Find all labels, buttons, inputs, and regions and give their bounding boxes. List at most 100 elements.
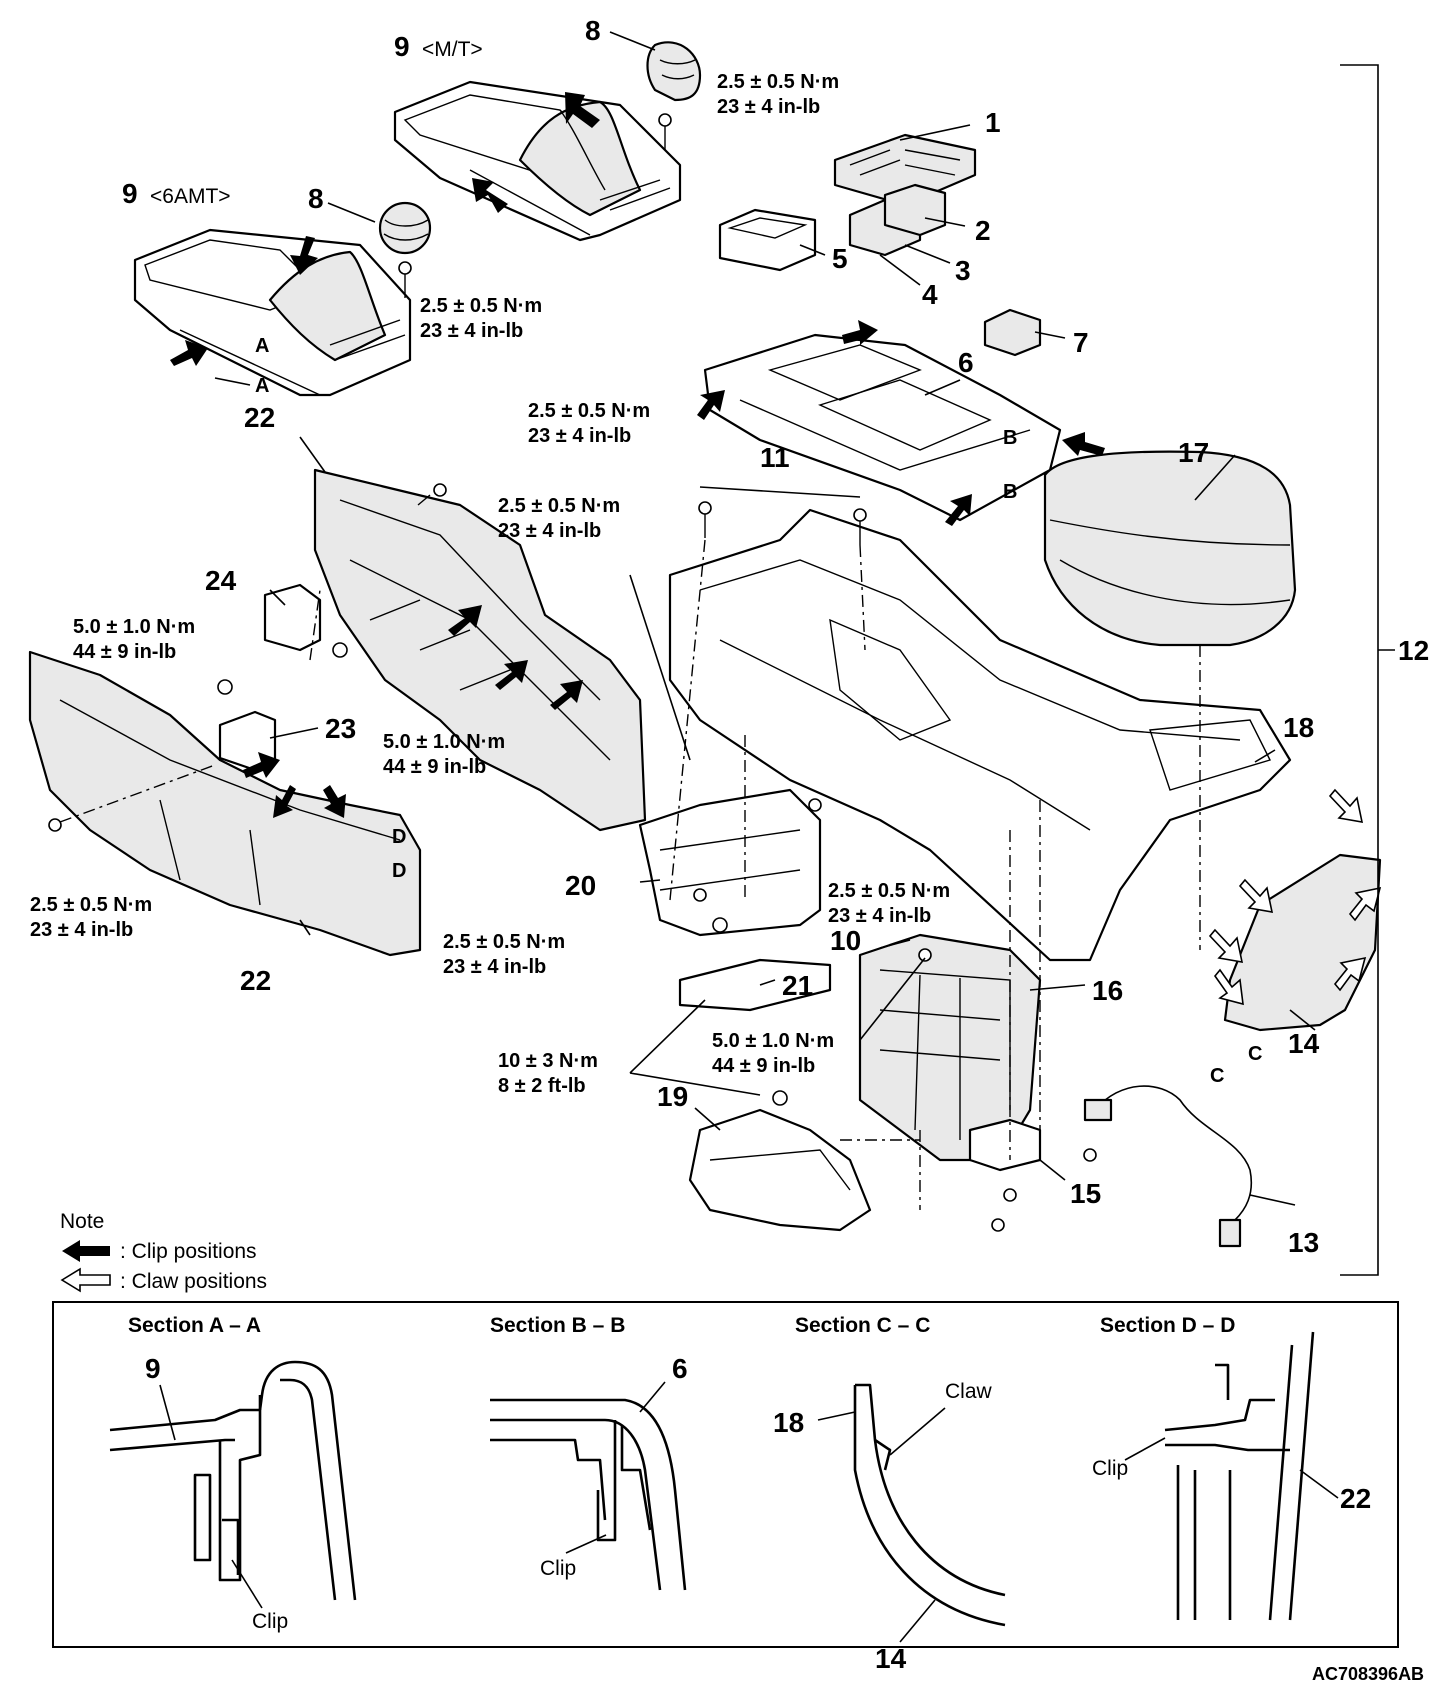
claw-arrows (1208, 788, 1382, 1006)
alignment-lines (59, 539, 1201, 1210)
section-dd-title: Section D – D (1100, 1314, 1235, 1337)
section-aa: Section A – A 9 Clip (109, 1314, 357, 1633)
harness-13 (1083, 1085, 1253, 1248)
label-part-3: 3 (955, 255, 971, 286)
svg-text:22: 22 (1340, 1483, 1371, 1514)
svg-text:2.5 ± 0.5 N·m: 2.5 ± 0.5 N·m (828, 880, 950, 902)
label-part-12: 12 (1398, 635, 1429, 666)
shift-knob-6amt (378, 201, 432, 255)
svg-text:2.5 ± 0.5 N·m: 2.5 ± 0.5 N·m (717, 71, 839, 93)
svg-text:Clip: Clip (252, 1610, 288, 1633)
svg-text:5.0 ± 1.0 N·m: 5.0 ± 1.0 N·m (383, 731, 505, 753)
svg-text:9: 9 (145, 1353, 161, 1384)
svg-text:5.0 ± 1.0 N·m: 5.0 ± 1.0 N·m (712, 1030, 834, 1052)
label-variant-6amt: <6AMT> (150, 185, 231, 208)
label-part-10: 10 (830, 925, 861, 956)
svg-text:C: C (1210, 1065, 1224, 1087)
section-bb-title: Section B – B (490, 1314, 625, 1337)
clip-legend-icon (62, 1240, 110, 1262)
section-bb: Section B – B 6 Clip (490, 1314, 688, 1591)
svg-text:2.5 ± 0.5 N·m: 2.5 ± 0.5 N·m (498, 495, 620, 517)
section-cc-title: Section C – C (795, 1314, 930, 1337)
label-part-16: 16 (1092, 975, 1123, 1006)
svg-text:23 ± 4 in-lb: 23 ± 4 in-lb (528, 425, 631, 447)
svg-text:B: B (1003, 427, 1017, 449)
label-part-15: 15 (1070, 1178, 1101, 1209)
label-part-18: 18 (1283, 712, 1314, 743)
label-part-4: 4 (922, 279, 938, 310)
section-panel (52, 1301, 1399, 1648)
switch-bezel-5 (718, 208, 817, 272)
label-part-2: 2 (975, 215, 991, 246)
label-part-22-lower: 22 (240, 965, 271, 996)
figure-id: AC708396AB (1312, 1664, 1424, 1684)
label-part-1: 1 (985, 107, 1001, 138)
console-body-18 (668, 508, 1292, 962)
leader-lines (269, 31, 1316, 1206)
switch-panel-1 (833, 133, 977, 207)
note-clip: : Clip positions (120, 1240, 257, 1263)
bracket-15 (968, 1118, 1042, 1172)
label-part-8-upper: 8 (585, 15, 601, 46)
svg-text:23 ± 4 in-lb: 23 ± 4 in-lb (498, 520, 601, 542)
label-part-22-upper: 22 (244, 402, 275, 433)
clip-arrows (170, 92, 1105, 818)
shift-panel-6amt (133, 228, 412, 397)
svg-text:2.5 ± 0.5 N·m: 2.5 ± 0.5 N·m (528, 400, 650, 422)
svg-text:6: 6 (672, 1353, 688, 1384)
label-part-6: 6 (958, 347, 974, 378)
bracket-19 (688, 1108, 872, 1232)
bracket-21 (678, 958, 832, 1012)
label-part-17: 17 (1178, 437, 1209, 468)
svg-text:10 ± 3 N·m: 10 ± 3 N·m (498, 1050, 598, 1072)
shift-panel-mt (393, 80, 682, 242)
label-part-13: 13 (1288, 1227, 1319, 1258)
torque-specs: 2.5 ± 0.5 N·m 23 ± 4 in-lb 2.5 ± 0.5 N·m… (30, 71, 950, 1097)
note-claw: : Claw positions (120, 1270, 267, 1293)
svg-text:23 ± 4 in-lb: 23 ± 4 in-lb (420, 320, 523, 342)
label-part-23: 23 (325, 713, 356, 744)
note-title: Note (60, 1210, 104, 1233)
armrest-17 (1043, 450, 1297, 647)
svg-text:23 ± 4 in-lb: 23 ± 4 in-lb (828, 905, 931, 927)
label-part-9-upper: 9 (394, 31, 410, 62)
section-aa-title: Section A – A (128, 1314, 261, 1337)
svg-text:Claw: Claw (945, 1380, 993, 1403)
label-part-19: 19 (657, 1081, 688, 1112)
svg-text:23 ± 4 in-lb: 23 ± 4 in-lb (30, 919, 133, 941)
label-part-20: 20 (565, 870, 596, 901)
svg-text:44 ± 9 in-lb: 44 ± 9 in-lb (383, 756, 486, 778)
bracket-20 (638, 788, 822, 937)
svg-text:A: A (255, 335, 269, 357)
part-labels: 8 9 <M/T> 9 <6AMT> 8 1 2 3 4 5 6 7 17 11… (122, 15, 1429, 1258)
svg-text:2.5 ± 0.5 N·m: 2.5 ± 0.5 N·m (443, 931, 565, 953)
claw-legend-icon (60, 1267, 111, 1293)
svg-text:8 ± 2 ft-lb: 8 ± 2 ft-lb (498, 1075, 586, 1097)
shift-knob-mt (646, 41, 702, 102)
switch-7 (983, 308, 1042, 357)
svg-text:A: A (255, 375, 269, 397)
svg-text:Clip: Clip (1092, 1457, 1128, 1480)
svg-text:14: 14 (875, 1643, 907, 1674)
label-part-21: 21 (782, 970, 813, 1001)
label-part-14: 14 (1288, 1028, 1320, 1059)
label-part-11: 11 (760, 442, 790, 473)
svg-text:44 ± 9 in-lb: 44 ± 9 in-lb (73, 641, 176, 663)
bolts (48, 113, 1097, 1232)
svg-text:44 ± 9 in-lb: 44 ± 9 in-lb (712, 1055, 815, 1077)
label-part-7: 7 (1073, 327, 1089, 358)
switch-2-3-4 (848, 183, 947, 257)
svg-text:Clip: Clip (540, 1557, 576, 1580)
label-part-9-lower: 9 (122, 178, 138, 209)
label-variant-mt: <M/T> (422, 38, 483, 61)
bracket-24 (263, 583, 322, 652)
svg-text:D: D (392, 826, 406, 848)
svg-text:D: D (392, 860, 406, 882)
svg-text:2.5 ± 0.5 N·m: 2.5 ± 0.5 N·m (420, 295, 542, 317)
legend-note: Note : Clip positions : Claw positions (60, 1210, 267, 1293)
side-cover-14 (1223, 853, 1382, 1032)
svg-text:C: C (1248, 1043, 1262, 1065)
svg-text:5.0 ± 1.0 N·m: 5.0 ± 1.0 N·m (73, 616, 195, 638)
svg-text:18: 18 (773, 1407, 804, 1438)
